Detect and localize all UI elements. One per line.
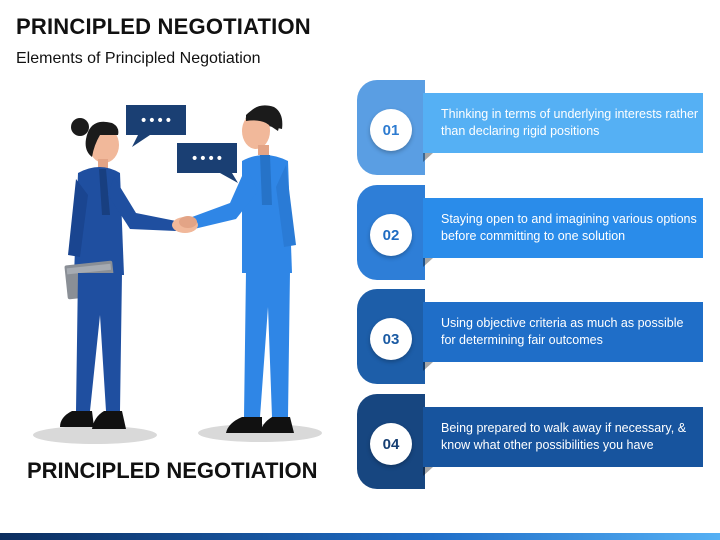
speech-bubble-icon: •••• <box>177 143 238 183</box>
woman-shadow <box>33 426 157 444</box>
card-panel <box>423 93 703 153</box>
page-subtitle: Elements of Principled Negotiation <box>16 50 261 67</box>
svg-text:••••: •••• <box>190 151 223 167</box>
card-number: 02 <box>370 214 412 256</box>
woman-figure <box>60 118 176 429</box>
card-number: 03 <box>370 318 412 360</box>
card-fold <box>423 153 433 162</box>
element-card-01: 01 Thinking in terms of underlying inter… <box>357 80 703 175</box>
svg-text:••••: •••• <box>139 113 172 129</box>
card-panel <box>423 407 703 467</box>
card-panel <box>423 198 703 258</box>
man-figure <box>192 105 296 433</box>
card-text: Being prepared to walk away if necessary… <box>441 421 687 452</box>
element-card-02: 02 Staying open to and imagining various… <box>357 185 703 280</box>
card-fold <box>423 362 433 371</box>
handshake-icon <box>172 216 198 233</box>
card-text: Thinking in terms of underlying interest… <box>441 107 699 138</box>
card-fold <box>423 467 433 476</box>
card-number: 01 <box>370 109 412 151</box>
card-text: Using objective criteria as much as poss… <box>441 316 684 347</box>
handshake-illustration: •••• •••• <box>33 105 322 444</box>
page-title: PRINCIPLED NEGOTIATION <box>16 14 311 39</box>
card-panel <box>423 302 703 362</box>
bottom-title: PRINCIPLED NEGOTIATION <box>27 458 318 483</box>
element-card-03: 03 Using objective criteria as much as p… <box>357 289 703 384</box>
card-number: 04 <box>370 423 412 465</box>
element-card-04: 04 Being prepared to walk away if necess… <box>357 394 703 489</box>
card-text: Staying open to and imagining various op… <box>441 212 697 243</box>
speech-bubble-icon: •••• <box>126 105 186 147</box>
footer-accent-bar <box>0 533 720 540</box>
card-fold <box>423 258 433 267</box>
